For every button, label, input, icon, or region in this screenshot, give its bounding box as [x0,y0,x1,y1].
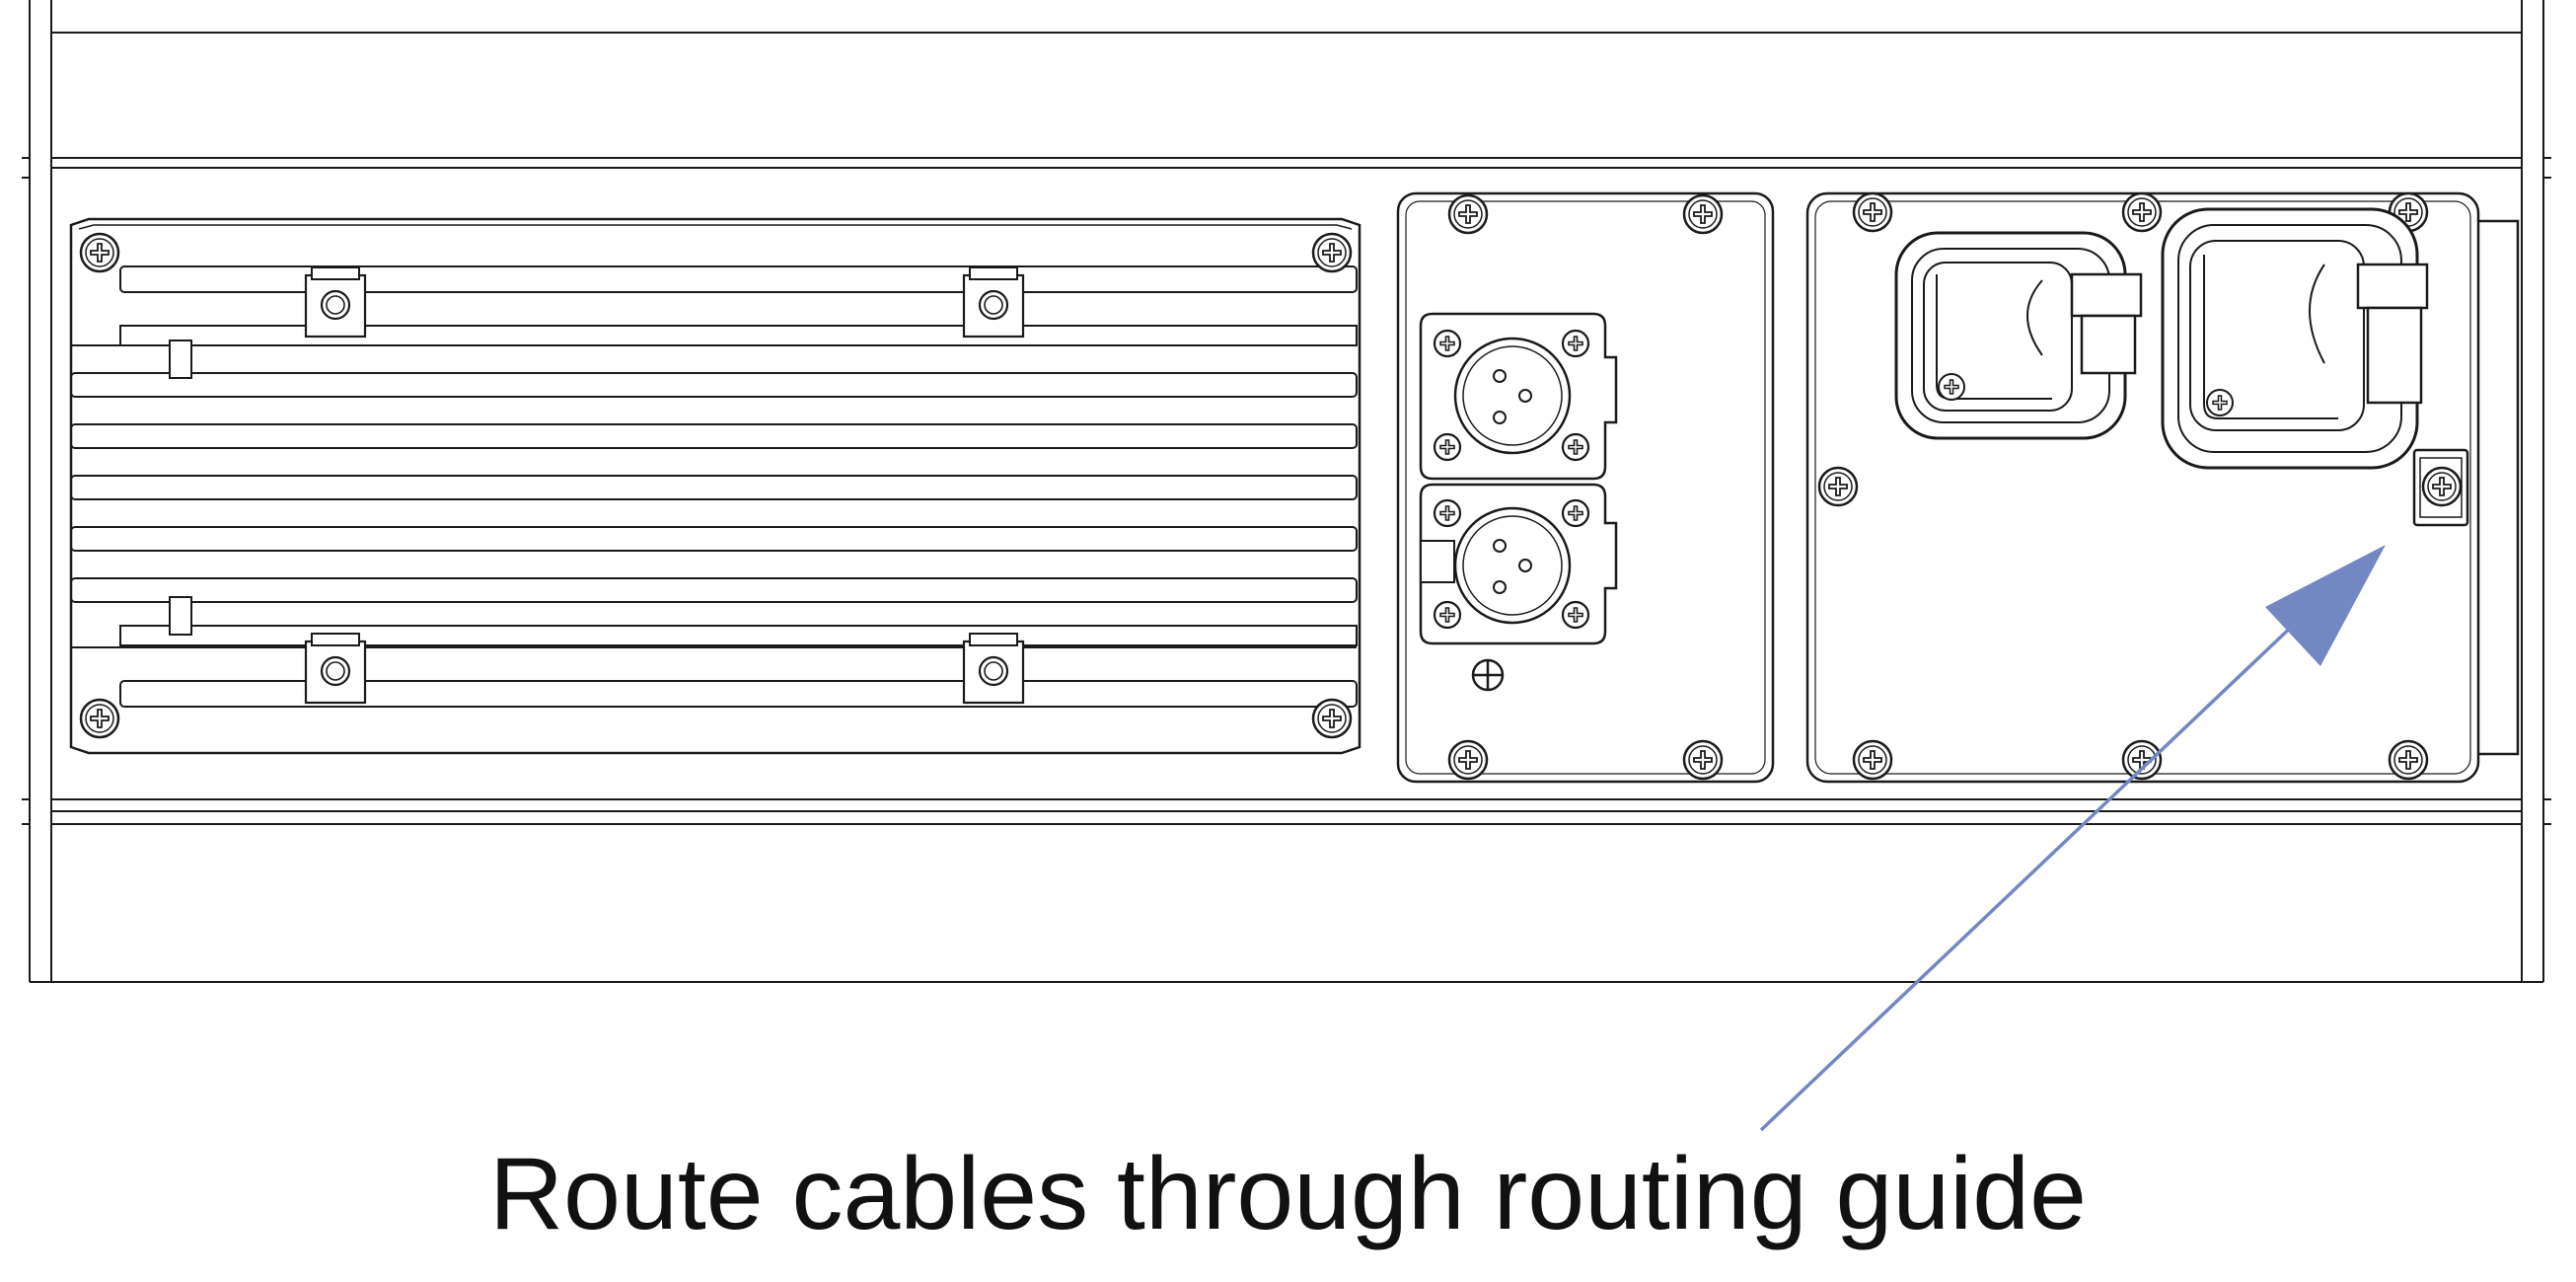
pointer-arrow [1759,545,2386,1132]
power-inlet-right [2161,207,2429,470]
xlr-connector-top [1419,312,1618,481]
ground-symbol [1471,658,1505,692]
xlr-connector-bottom [1419,483,1618,645]
power-inlet-left [1894,231,2143,440]
chassis [22,0,2551,983]
power-connector-plate [1805,191,2520,784]
heatsink-panel [69,217,1362,755]
cable-routing-guide [2412,448,2469,527]
xlr-connector-plate [1396,191,1775,784]
instruction-caption: Route cables through routing guide [489,1137,2087,1251]
